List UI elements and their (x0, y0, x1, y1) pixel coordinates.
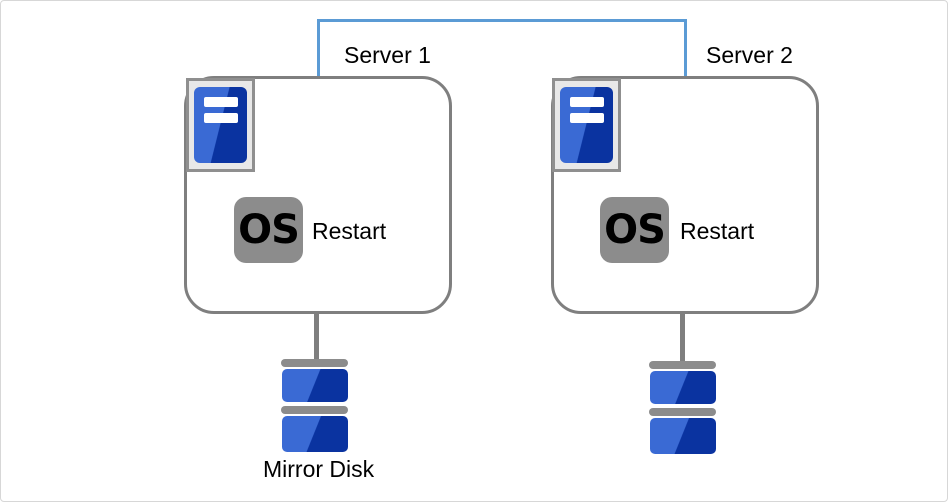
disk-cap (649, 361, 716, 369)
disk-cap (649, 408, 716, 416)
server-icon-glyph (560, 87, 613, 163)
server-icon-slot (204, 113, 238, 123)
disk-cap (281, 406, 348, 414)
server2-disk-icon (649, 361, 716, 454)
server-icon-slot (570, 113, 604, 123)
server1-os-icon: OS (234, 197, 303, 263)
mirror-disk-label: Mirror Disk (263, 456, 375, 482)
disk-platter (649, 371, 716, 404)
server-icon-slot (204, 97, 238, 107)
os-icon-label: OS (238, 207, 300, 253)
server2-label: Server 2 (706, 42, 793, 68)
disk-cap (281, 359, 348, 367)
server2-disk-connector-line (680, 314, 685, 361)
server1-label: Server 1 (344, 42, 431, 68)
server1-server-icon (186, 78, 255, 172)
server1-disk-icon (281, 359, 348, 452)
server2-os-icon: OS (600, 197, 669, 263)
disk-platter (281, 416, 348, 452)
os-icon-label: OS (604, 207, 666, 253)
disk-platter (649, 418, 716, 454)
server1-disk-connector-line (314, 314, 319, 361)
disk-platter (281, 369, 348, 402)
server-icon-slot (570, 97, 604, 107)
server2-restart-label: Restart (680, 218, 755, 244)
server2-server-icon (552, 78, 621, 172)
server-icon-glyph (194, 87, 247, 163)
server1-restart-label: Restart (312, 218, 387, 244)
